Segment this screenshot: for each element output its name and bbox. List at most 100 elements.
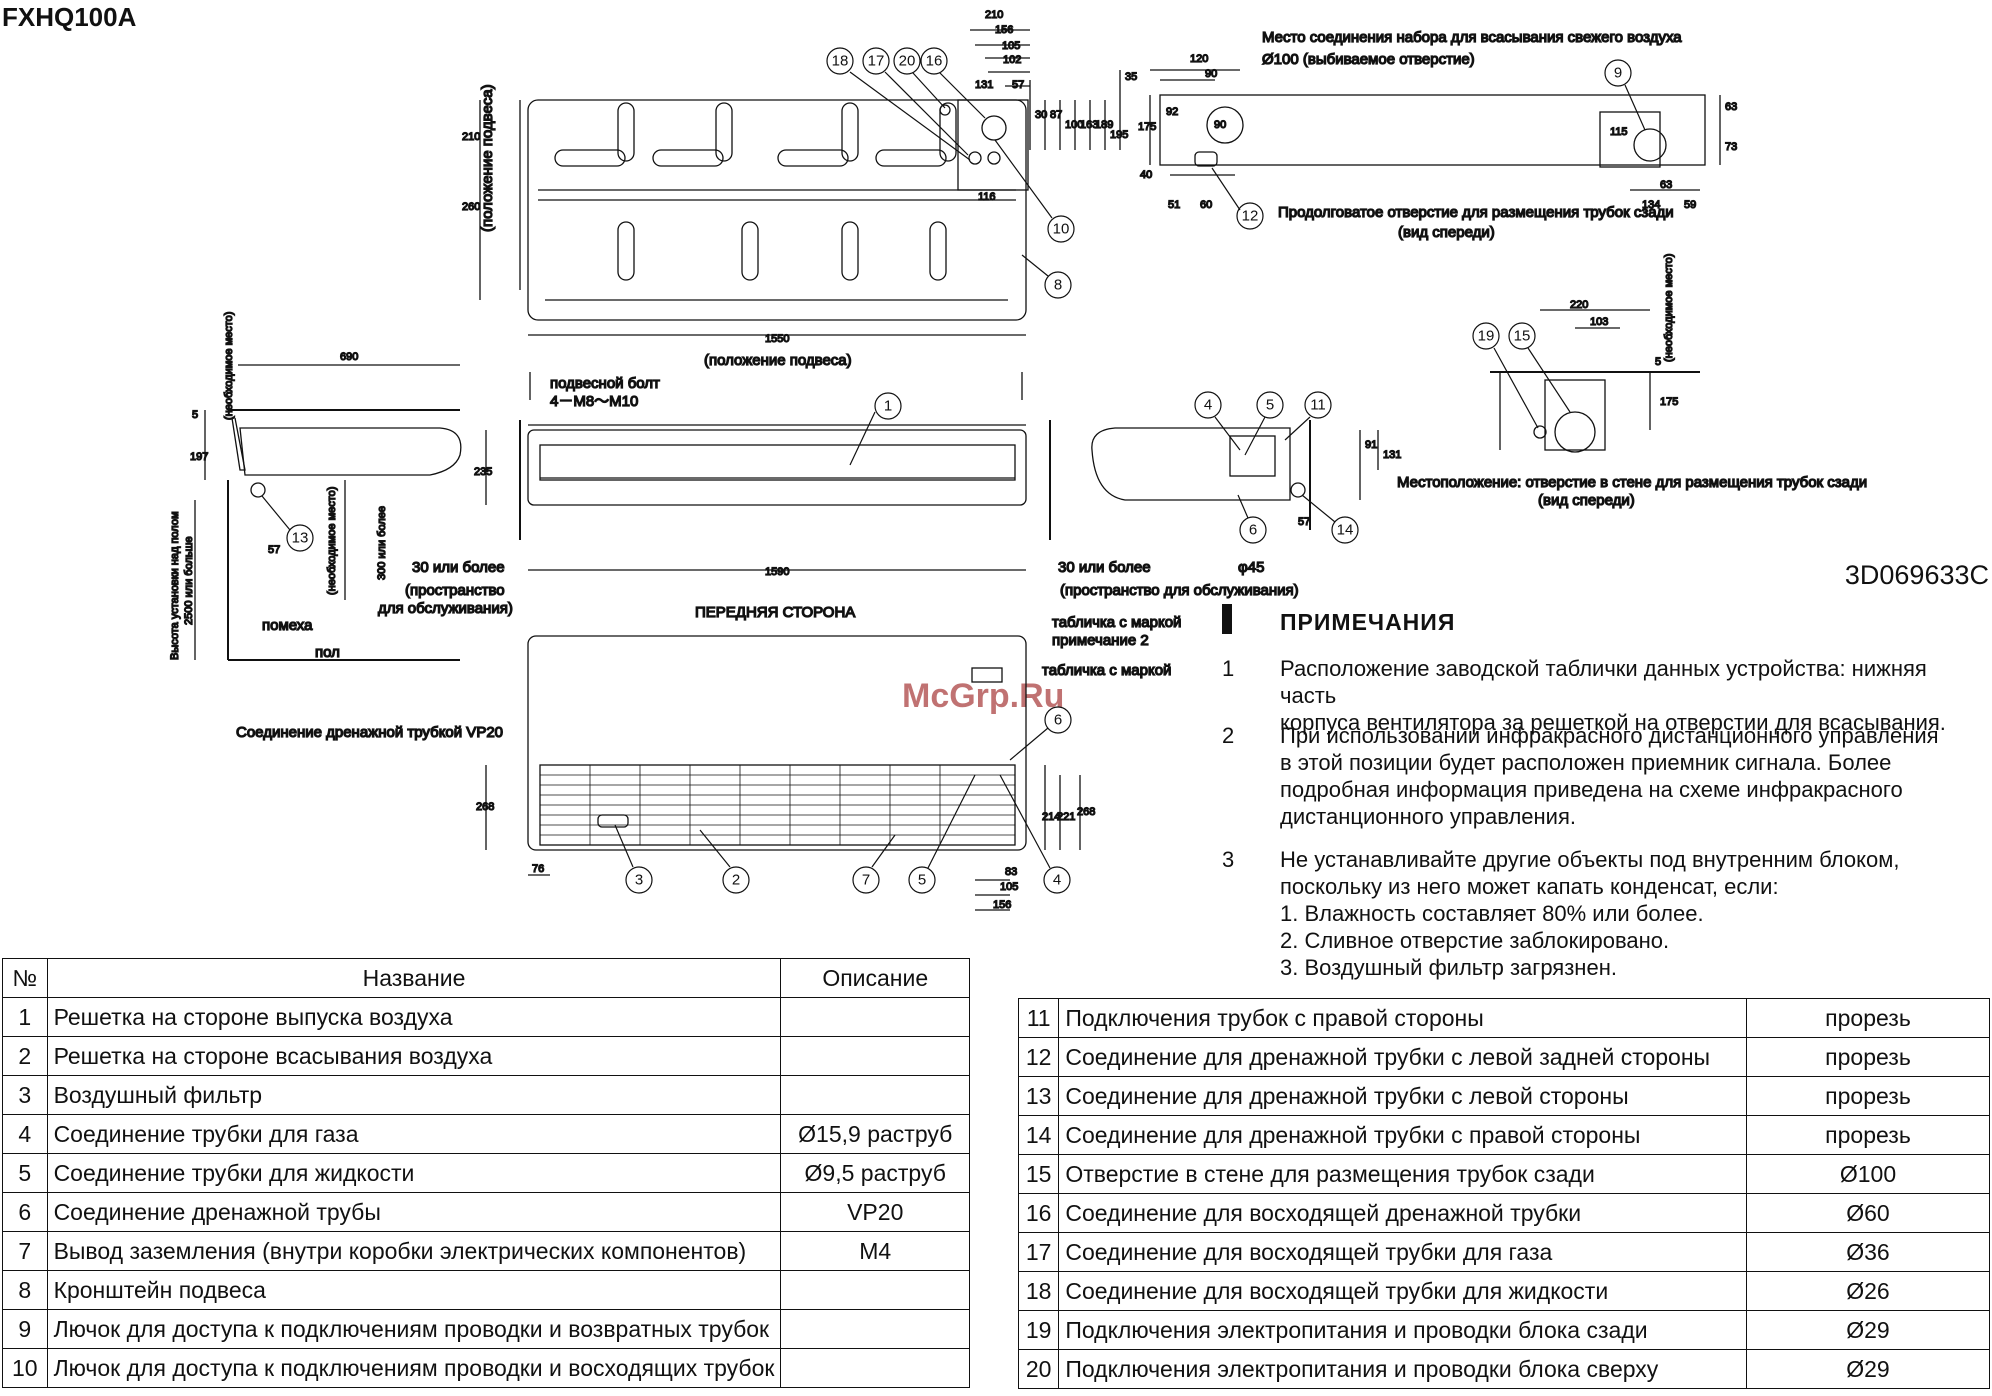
svg-text:11: 11 <box>1310 397 1326 414</box>
callout-10: 10 <box>994 139 1075 243</box>
dim-label: 100 <box>1065 119 1083 131</box>
dim-label: 57 <box>1298 516 1310 528</box>
svg-text:15: 15 <box>1514 328 1531 345</box>
row-name: Лючок для доступа к подключениям проводк… <box>46 1348 782 1388</box>
svg-text:8: 8 <box>1054 277 1062 294</box>
callout-4a: 4 <box>1194 391 1241 451</box>
dim-label: 30 <box>1035 109 1047 121</box>
row-name: Отверстие в стене для размещения трубок … <box>1058 1154 1747 1194</box>
rear-hole <box>1633 128 1667 162</box>
document-number: 3D069633C <box>1844 560 1989 590</box>
pipe-hole <box>987 151 1001 165</box>
row-name: Соединение для восходящей трубки для газ… <box>1058 1232 1747 1272</box>
dim-label: 90 <box>1214 119 1226 131</box>
knockout-circle <box>1206 106 1244 144</box>
row-name: Подключения трубок с правой стороны <box>1058 998 1747 1038</box>
row-number: 3 <box>2 1075 48 1115</box>
left-side-view: 690 5 197 57 помеха пол (необходимое мес… <box>168 311 462 662</box>
svg-text:6: 6 <box>1249 522 1257 539</box>
slot <box>939 102 957 162</box>
slot <box>841 102 859 162</box>
svg-text:19: 19 <box>1478 328 1495 345</box>
callout-17: 17 <box>862 47 969 156</box>
dim-label: 690 <box>340 351 358 363</box>
row-name: Соединение для дренажной трубки с правой… <box>1058 1115 1747 1155</box>
row-name: Кронштейн подвеса <box>46 1270 782 1310</box>
svg-text:4: 4 <box>1204 397 1212 414</box>
dim-label: 91 <box>1365 439 1377 451</box>
dim-label: 268 <box>1077 806 1095 818</box>
wall-location-label: Местоположение: отверстие в стене для ра… <box>1397 474 1867 491</box>
dim-label: 63 <box>1725 101 1737 113</box>
slot <box>652 149 724 167</box>
row-description <box>780 1309 970 1349</box>
service-space-label: (пространство <box>405 582 505 599</box>
service-space-label: 30 или более <box>412 559 505 576</box>
callout-20: 20 <box>893 47 946 109</box>
floor-label: пол <box>315 644 340 661</box>
row-description: Ø9,5 раструб <box>780 1153 970 1193</box>
callout-6b: 6 <box>1009 706 1072 761</box>
note-line: корпуса вентилятора за решеткой на отвер… <box>1280 710 1946 735</box>
model-title: FXHQ100A <box>2 2 137 32</box>
obstacle-label: помеха <box>262 617 313 634</box>
row-name: Подключения электропитания и проводки бл… <box>1058 1349 1747 1389</box>
wall-hole-small <box>1533 425 1547 439</box>
rear-view-outline <box>1159 94 1706 166</box>
row-number: 15 <box>1017 1154 1060 1194</box>
top-view-outline <box>527 99 1027 321</box>
technical-drawing: 210 156 105 102 57 131 30 87 100 163 189… <box>168 8 1867 911</box>
callout-2: 2 <box>699 829 750 894</box>
callout-13: 13 <box>261 495 314 552</box>
plate-label: примечание 2 <box>1052 632 1149 649</box>
svg-text:5: 5 <box>918 872 926 889</box>
row-name: Соединение для дренажной трубки с левой … <box>1058 1076 1747 1116</box>
side-body <box>1091 427 1291 501</box>
note-line: При использовании инфракрасного дистанци… <box>1280 723 1939 748</box>
dim-label: 116 <box>978 191 996 203</box>
row-description: Ø60 <box>1746 1193 1990 1233</box>
dim-label: 51 <box>1168 199 1180 211</box>
service-space-label: для обслуживания) <box>378 600 513 617</box>
dim-label: 131 <box>1383 449 1401 461</box>
row-number: 9 <box>2 1309 48 1349</box>
dim-label: 92 <box>1166 106 1178 118</box>
note-line: 2. Сливное отверстие заблокировано. <box>1280 928 1670 953</box>
svg-text:17: 17 <box>868 53 885 70</box>
dim-label: 57 <box>1012 79 1024 91</box>
dim-label: 73 <box>1725 141 1737 153</box>
row-name: Соединение дренажной трубы <box>46 1192 782 1232</box>
callout-19: 19 <box>1472 322 1539 429</box>
dim-label: 90 <box>1205 68 1217 80</box>
callout-14: 14 <box>1301 494 1359 544</box>
nameplate <box>971 667 1003 683</box>
row-number: 20 <box>1017 1349 1060 1389</box>
callout-15: 15 <box>1508 322 1571 413</box>
svg-text:2: 2 <box>732 872 740 889</box>
note-number: 3 <box>1222 847 1235 872</box>
row-description: прорезь <box>1746 1037 1990 1077</box>
svg-text:10: 10 <box>1053 221 1070 238</box>
hang-position-label: (положение подвеса) <box>704 352 852 369</box>
row-description: прорезь <box>1746 1115 1990 1155</box>
dim-label: 40 <box>1140 169 1152 181</box>
row-number: 8 <box>2 1270 48 1310</box>
row-number: 14 <box>1017 1115 1060 1155</box>
front-grille <box>539 444 1016 481</box>
row-description <box>780 1348 970 1388</box>
front-side-label: ПЕРЕДНЯЯ СТОРОНА <box>695 604 855 621</box>
note-number: 1 <box>1222 656 1235 681</box>
callout-18: 18 <box>826 47 971 161</box>
dim-label: 105 <box>1002 40 1020 52</box>
